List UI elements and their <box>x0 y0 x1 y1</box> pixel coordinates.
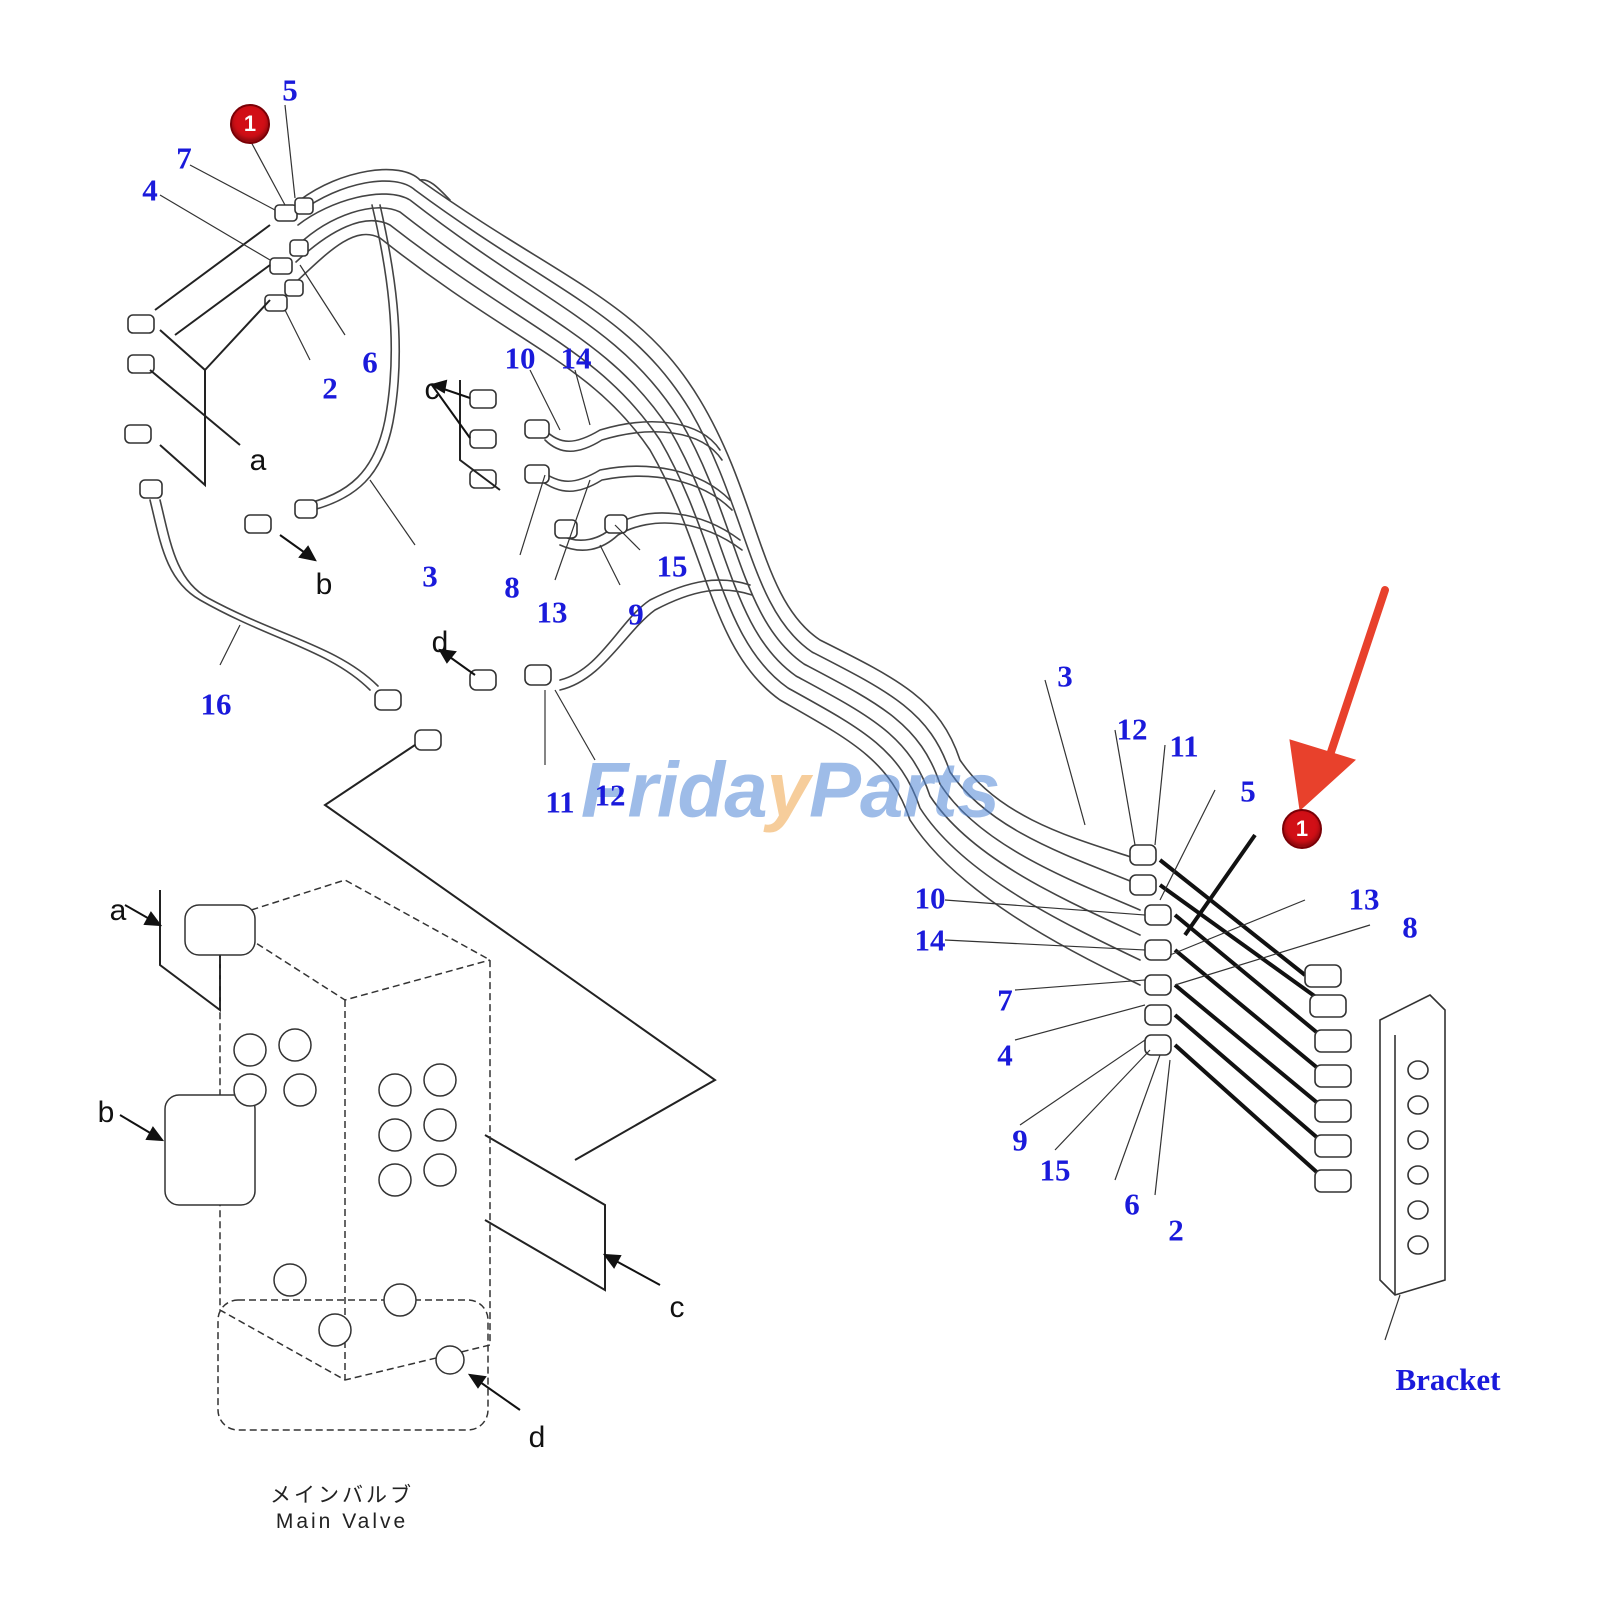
callout-7-right: 7 <box>997 982 1013 1018</box>
badge-part-1-right: 1 <box>1282 809 1322 849</box>
callout-2-right: 2 <box>1168 1212 1184 1248</box>
bracket-drawing <box>1379 994 1446 1296</box>
leader-lines <box>159 104 1401 1341</box>
bracket-label: Bracket <box>1395 1362 1501 1397</box>
callout-7-top: 7 <box>176 140 192 176</box>
callout-6-top: 6 <box>362 344 378 380</box>
callout-14-right: 14 <box>914 922 946 958</box>
callout-16: 16 <box>200 686 232 722</box>
callout-9-right: 9 <box>1012 1122 1028 1158</box>
hose-3 <box>299 204 393 506</box>
callout-15-center: 15 <box>656 548 688 584</box>
callout-8-right: 8 <box>1402 909 1418 945</box>
hose-16 <box>149 499 371 691</box>
callout-9-center: 9 <box>628 596 644 632</box>
letter-d-valve: d <box>528 1421 546 1454</box>
letter-d-top: d <box>431 626 449 659</box>
right-hose-lines <box>1158 858 1322 1177</box>
callout-3-top: 3 <box>422 558 438 594</box>
fittings <box>124 197 628 751</box>
callout-11-right: 11 <box>1169 728 1199 764</box>
callout-4-top: 4 <box>142 172 158 208</box>
watermark-logo: FridayParts <box>580 745 1000 834</box>
callout-6-right: 6 <box>1124 1186 1140 1222</box>
callout-4-right: 4 <box>997 1037 1013 1073</box>
callout-11-center: 11 <box>545 784 575 820</box>
callout-5-right: 5 <box>1240 773 1256 809</box>
letter-a-valve: a <box>109 894 127 927</box>
main-valve-label-jp: メインバルブ <box>270 1484 414 1507</box>
callout-12-center: 12 <box>594 777 626 813</box>
callout-3-right: 3 <box>1057 658 1073 694</box>
callout-13-center: 13 <box>536 594 568 630</box>
callout-5-top: 5 <box>282 72 298 108</box>
right-fittings <box>1129 844 1352 1193</box>
callout-12-right: 12 <box>1116 711 1148 747</box>
callout-14-center: 14 <box>560 340 592 376</box>
letter-c-valve: c <box>669 1291 685 1324</box>
letter-b-valve: b <box>97 1096 115 1129</box>
red-arrow <box>1289 586 1389 812</box>
letter-b-top: b <box>315 568 333 601</box>
callout-10-right: 10 <box>914 880 946 916</box>
callout-10-center: 10 <box>504 340 536 376</box>
main-valve-label-en: Main Valve <box>275 1510 409 1533</box>
callout-8-center: 8 <box>504 569 520 605</box>
callout-15-right: 15 <box>1039 1152 1071 1188</box>
letter-c-top: c <box>424 373 440 406</box>
main-valve-body <box>217 879 491 1431</box>
badge-part-1-top: 1 <box>230 104 270 144</box>
callout-13-right: 13 <box>1348 881 1380 917</box>
letter-a-top: a <box>249 444 267 477</box>
callout-2-top: 2 <box>322 370 338 406</box>
